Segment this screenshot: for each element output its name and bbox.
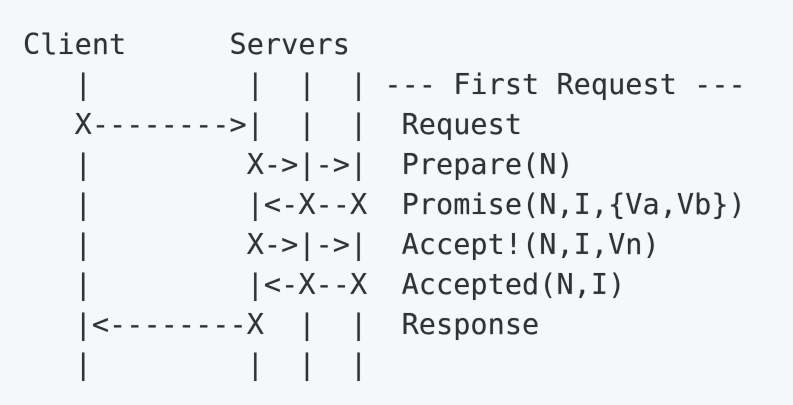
diagram-line-promise: | |<-X--X Promise(N,I,{Va,Vb}) [23,188,746,221]
diagram-line-response: |<--------X | | Response [23,308,540,341]
diagram-header-line: Client Servers [23,28,350,61]
diagram-line-accept: | X->|->| Accept!(N,I,Vn) [23,228,660,261]
diagram-line-lifelines: | | | | [23,348,368,381]
diagram-line-prepare: | X->|->| Prepare(N) [23,148,574,181]
diagram-line-first-request: | | | | --- First Request --- [23,68,746,101]
diagram-line-request: X-------->| | | Request [23,108,523,141]
diagram-line-accepted: | |<-X--X Accepted(N,I) [23,268,626,301]
paxos-message-flow-diagram: Client Servers | | | | --- First Request… [23,25,746,385]
